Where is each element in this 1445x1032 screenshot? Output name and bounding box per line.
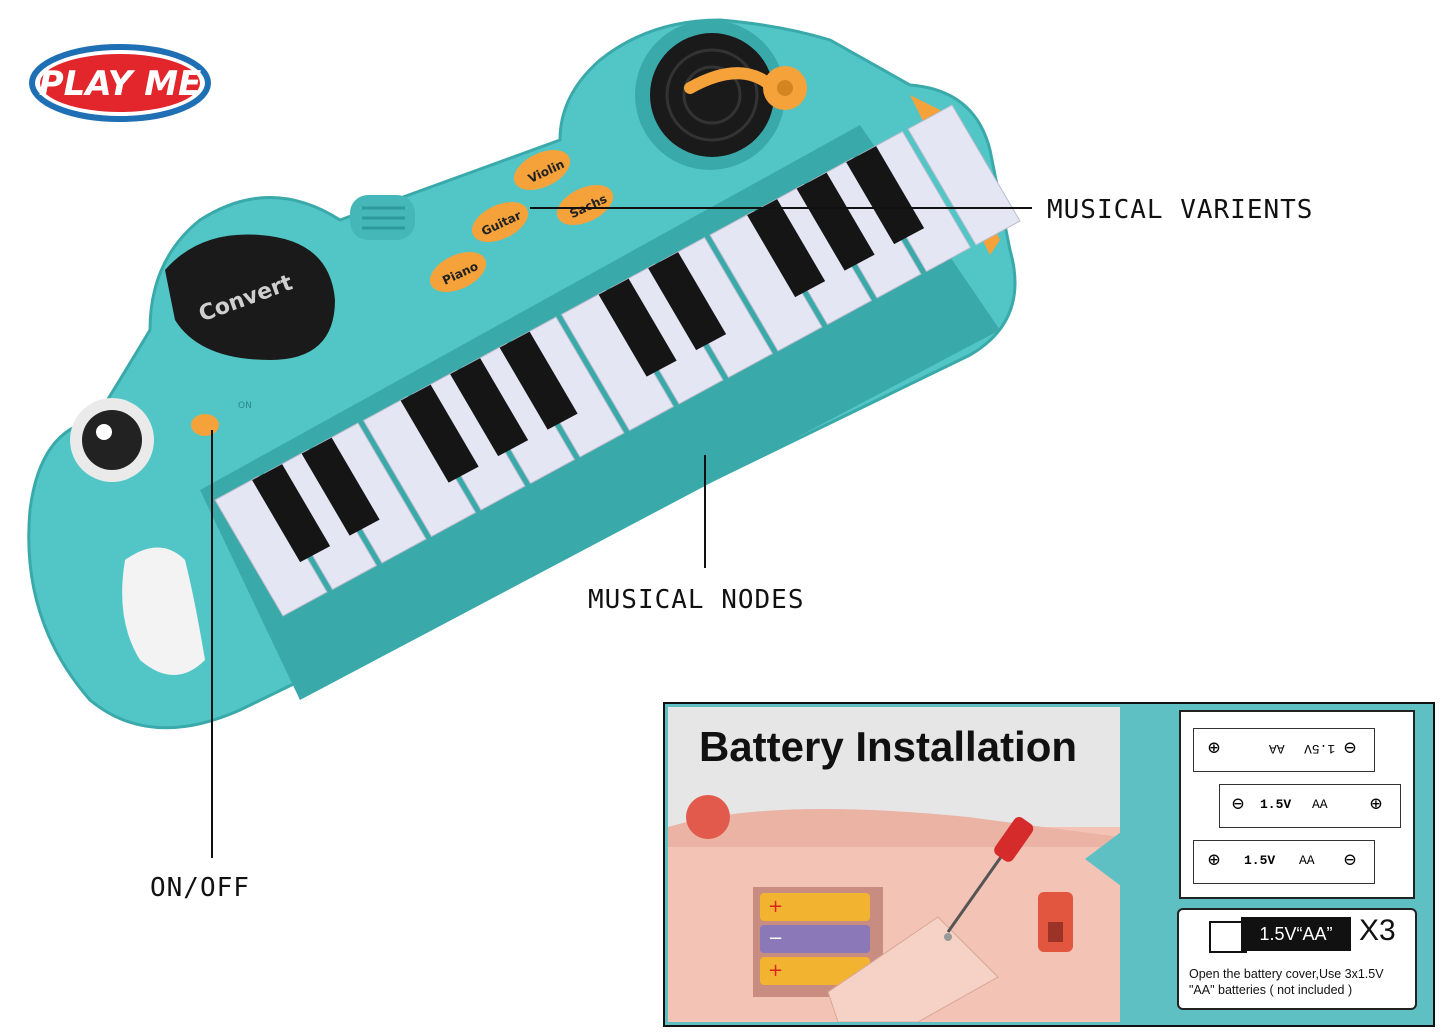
variants-leader-line bbox=[530, 207, 1032, 209]
battery-cell-1: ⊕ AA 1.5V ⊖ bbox=[1193, 728, 1375, 772]
black-key bbox=[400, 384, 479, 483]
black-key bbox=[301, 437, 380, 536]
svg-text:+: + bbox=[768, 960, 783, 981]
black-key bbox=[648, 252, 727, 351]
minus-icon: ⊖ bbox=[1232, 794, 1245, 817]
plus-icon: ⊕ bbox=[1208, 738, 1221, 761]
battery-quantity: X3 bbox=[1359, 914, 1396, 947]
battery-cell-3: ⊕ 1.5V AA ⊖ bbox=[1193, 840, 1375, 884]
toy-keyboard: Convert Violin Guitar Sachs Piano ON bbox=[27, 18, 1021, 730]
insert-arrow-icon bbox=[1085, 829, 1175, 889]
black-key bbox=[450, 358, 529, 457]
cell-1-voltage: 1.5V bbox=[1304, 741, 1336, 756]
black-key bbox=[796, 172, 875, 271]
battery-icon bbox=[1209, 921, 1247, 953]
brand-logo: PLAY ME bbox=[28, 38, 213, 123]
battery-type-label: 1.5V“AA” bbox=[1241, 917, 1351, 951]
black-key bbox=[747, 199, 826, 298]
musical-variants-label: MUSICAL VARIENTS bbox=[1047, 195, 1314, 225]
svg-text:−: − bbox=[768, 928, 783, 949]
musical-nodes-label: MUSICAL NODES bbox=[588, 585, 805, 615]
battery-illustration-area: Battery Installation + − + bbox=[668, 707, 1120, 1022]
white-key bbox=[907, 104, 1021, 246]
plus-icon: ⊕ bbox=[1208, 850, 1221, 873]
nodes-leader-line bbox=[704, 455, 706, 568]
battery-compartment-illustration: + − + bbox=[668, 795, 1120, 1022]
black-key bbox=[598, 278, 677, 377]
keyboard-illustration: Convert Violin Guitar Sachs Piano ON bbox=[27, 18, 1021, 730]
battery-diagram: ⊕ AA 1.5V ⊖ ⊖ 1.5V AA ⊕ ⊕ 1.5V AA ⊖ bbox=[1179, 710, 1415, 899]
battery-panel-title: Battery Installation bbox=[698, 723, 1078, 770]
black-key bbox=[252, 464, 331, 563]
on-label: ON bbox=[238, 401, 252, 411]
black-keys bbox=[252, 146, 925, 563]
logo-text: PLAY ME bbox=[39, 64, 202, 104]
black-key bbox=[499, 331, 578, 430]
cell-1-size: AA bbox=[1269, 741, 1285, 756]
cell-3-size: AA bbox=[1299, 853, 1315, 868]
cell-3-voltage: 1.5V bbox=[1244, 853, 1276, 868]
battery-cell-2: ⊖ 1.5V AA ⊕ bbox=[1219, 784, 1401, 828]
cell-2-voltage: 1.5V bbox=[1260, 797, 1292, 812]
on-off-label: ON/OFF bbox=[150, 873, 250, 903]
white-key bbox=[560, 289, 675, 432]
black-key bbox=[846, 146, 925, 245]
white-key bbox=[362, 395, 477, 538]
white-key bbox=[709, 210, 823, 352]
svg-text:+: + bbox=[768, 896, 783, 917]
battery-instruction: Open the battery cover,Use 3x1.5V "AA" b… bbox=[1189, 967, 1384, 997]
plus-icon: ⊕ bbox=[1370, 794, 1383, 817]
cell-2-size: AA bbox=[1312, 797, 1328, 812]
minus-icon: ⊖ bbox=[1344, 738, 1357, 761]
battery-installation-panel: Battery Installation + − + ⊕ AA 1.5V bbox=[663, 702, 1435, 1027]
white-key bbox=[214, 475, 328, 617]
battery-info-box: 1.5V“AA” X3 Open the battery cover,Use 3… bbox=[1177, 908, 1417, 1010]
onoff-leader-line bbox=[211, 430, 213, 858]
minus-icon: ⊖ bbox=[1344, 850, 1357, 873]
power-switch bbox=[191, 414, 219, 436]
